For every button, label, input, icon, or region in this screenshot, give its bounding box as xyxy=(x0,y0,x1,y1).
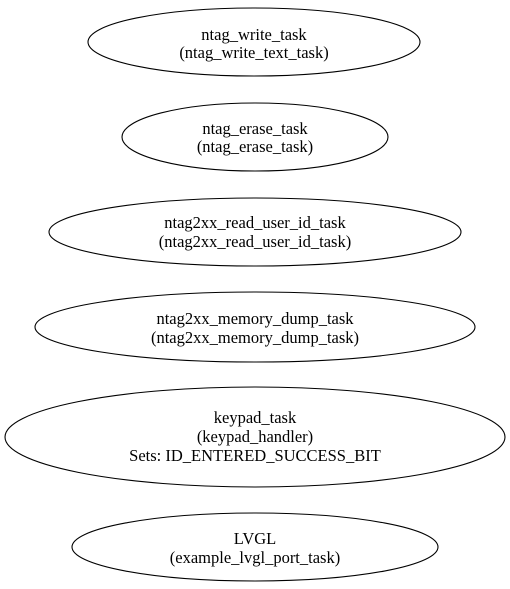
node-ntag2xx-memory-dump-task-label-1: ntag2xx_memory_dump_task xyxy=(156,309,354,328)
node-lvgl-label-1: LVGL xyxy=(234,529,276,548)
node-keypad-task-label-2: (keypad_handler) xyxy=(197,427,313,446)
node-ntag2xx-read-user-id-task-shape xyxy=(48,197,462,267)
node-keypad-task: keypad_task (keypad_handler) Sets: ID_EN… xyxy=(4,386,506,488)
node-ntag-write-task-shape xyxy=(87,7,421,77)
node-ntag-erase-task-label-1: ntag_erase_task xyxy=(202,119,308,138)
node-ntag-erase-task: ntag_erase_task (ntag_erase_task) xyxy=(121,102,389,172)
node-keypad-task-label-1: keypad_task xyxy=(214,408,297,427)
node-ntag-write-task: ntag_write_task (ntag_write_text_task) xyxy=(87,7,421,77)
node-keypad-task-shape xyxy=(4,386,506,488)
node-lvgl: LVGL (example_lvgl_port_task) xyxy=(71,512,439,582)
node-lvgl-shape xyxy=(71,512,439,582)
node-ntag-erase-task-shape xyxy=(121,102,389,172)
node-keypad-task-label-3: Sets: ID_ENTERED_SUCCESS_BIT xyxy=(129,446,381,465)
node-ntag-write-task-label-1: ntag_write_task xyxy=(201,25,307,44)
node-ntag-write-task-label-2: (ntag_write_text_task) xyxy=(179,43,328,62)
node-ntag-erase-task-label-2: (ntag_erase_task) xyxy=(197,137,313,156)
node-ntag2xx-memory-dump-task-label-2: (ntag2xx_memory_dump_task) xyxy=(151,328,359,347)
node-ntag2xx-memory-dump-task-shape xyxy=(34,291,476,363)
node-lvgl-label-2: (example_lvgl_port_task) xyxy=(170,548,340,567)
node-ntag2xx-read-user-id-task-label-1: ntag2xx_read_user_id_task xyxy=(164,213,346,232)
node-ntag2xx-read-user-id-task: ntag2xx_read_user_id_task (ntag2xx_read_… xyxy=(48,197,462,267)
node-ntag2xx-read-user-id-task-label-2: (ntag2xx_read_user_id_task) xyxy=(159,232,351,251)
node-ntag2xx-memory-dump-task: ntag2xx_memory_dump_task (ntag2xx_memory… xyxy=(34,291,476,363)
